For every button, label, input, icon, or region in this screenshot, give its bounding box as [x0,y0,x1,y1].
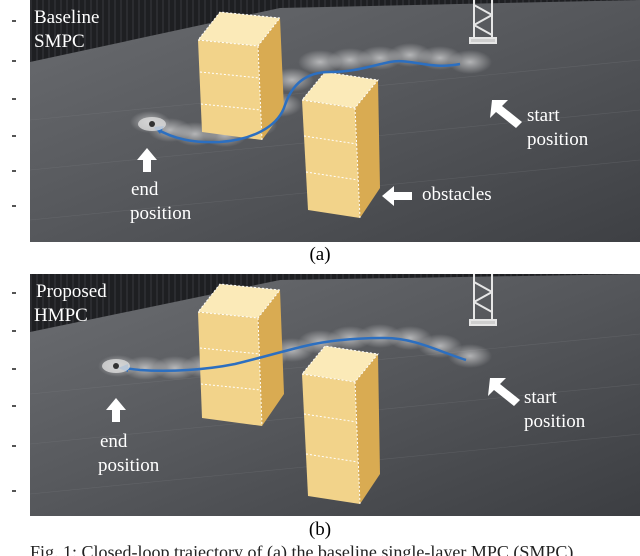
end-label-a-1: end [131,179,159,200]
figure-panel-a: Baseline SMPC start position end positio… [30,0,640,242]
end-label-a-2: position [130,203,192,224]
obstacles-arrow-a [382,186,412,206]
truss-b [469,274,497,326]
figure-caption: Fig. 1: Closed-loop trajectory of (a) th… [30,542,574,556]
obstacles-label-a: obstacles [422,184,492,205]
end-arrow-a [137,148,157,172]
obstacle-box-left-b [197,283,284,427]
start-arrow-b [488,378,520,406]
end-label-b-1: end [100,431,128,452]
method-label-b-1: Proposed [36,281,107,302]
drone-end-b [102,359,130,373]
start-label-b-1: start [524,387,557,408]
subfigure-label-b: (b) [308,519,332,540]
start-label-a-1: start [527,105,560,126]
obstacle-box-left-a [197,11,284,141]
margin-marks [0,0,28,540]
subfigure-label-a: (a) [309,244,331,265]
obstacle-box-right-a [301,71,380,219]
method-label-a-2: SMPC [34,31,85,52]
trajectory-line-b [121,336,467,372]
start-label-a-2: position [527,129,589,150]
figure-panel-b: Proposed HMPC start position end positio… [30,274,640,516]
start-arrow-a [490,100,522,128]
obstacle-box-right-b [301,345,380,505]
drone-end-a [138,117,166,131]
truss-a [469,0,497,44]
trajectory-line-a [154,59,461,144]
method-label-b-2: HMPC [34,305,88,326]
end-label-b-2: position [98,455,160,476]
scene-b-image [30,274,640,516]
method-label-a-1: Baseline [34,7,100,28]
scene-a-image [30,0,640,242]
end-arrow-b [106,398,126,422]
start-label-b-2: position [524,411,586,432]
